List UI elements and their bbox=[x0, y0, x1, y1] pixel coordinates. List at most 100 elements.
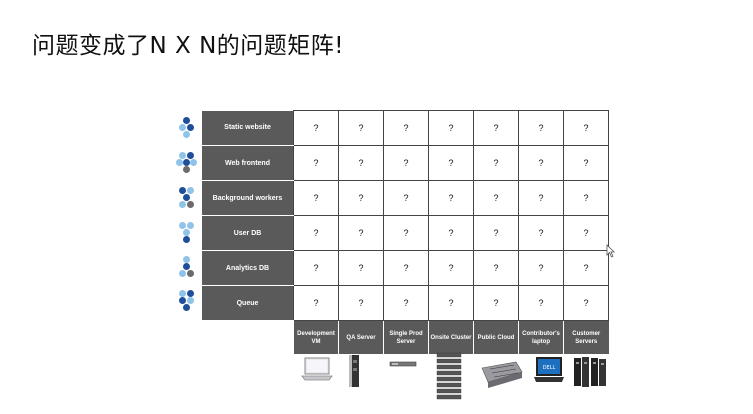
matrix-cell: ? bbox=[518, 110, 564, 146]
hexagon-dot bbox=[183, 263, 190, 270]
row-header: Background workers bbox=[202, 180, 294, 216]
hexagon-dot bbox=[187, 124, 194, 131]
hexagon-dot bbox=[179, 152, 186, 159]
column-header: QA Server bbox=[338, 320, 384, 354]
matrix-cell: ? bbox=[383, 250, 429, 286]
rack-server-icon bbox=[349, 355, 359, 387]
matrix-cell: ? bbox=[293, 250, 339, 286]
matrix-cell: ? bbox=[473, 215, 519, 251]
1u-server-icon bbox=[389, 361, 417, 367]
matrix-cell: ? bbox=[338, 110, 384, 146]
hexagon-dot bbox=[183, 229, 190, 236]
matrix-cell: ? bbox=[563, 145, 609, 181]
matrix-row: User DB??????? bbox=[202, 215, 609, 251]
matrix-cell: ? bbox=[428, 285, 474, 321]
matrix-cell: ? bbox=[473, 285, 519, 321]
hexagon-dot bbox=[179, 201, 186, 208]
laptop-icon bbox=[301, 357, 333, 381]
hexagon-dot bbox=[187, 290, 194, 297]
hexagon-cluster-icon bbox=[176, 152, 198, 174]
hexagon-dot bbox=[187, 187, 194, 194]
hexagon-dot bbox=[187, 222, 194, 229]
hexagon-dot bbox=[179, 297, 186, 304]
matrix-cell: ? bbox=[338, 215, 384, 251]
matrix-cell: ? bbox=[518, 180, 564, 216]
hexagon-cluster-icon bbox=[176, 290, 198, 312]
matrix-cell: ? bbox=[428, 215, 474, 251]
matrix-cell: ? bbox=[473, 145, 519, 181]
matrix-cell: ? bbox=[473, 180, 519, 216]
hexagon-dot bbox=[183, 131, 190, 138]
hexagon-dot bbox=[183, 159, 190, 166]
deployment-matrix: Static website???????Web frontend???????… bbox=[202, 110, 609, 354]
matrix-cell: ? bbox=[383, 285, 429, 321]
matrix-cell: ? bbox=[473, 110, 519, 146]
matrix-cell: ? bbox=[428, 180, 474, 216]
matrix-cell: ? bbox=[383, 145, 429, 181]
hexagon-dot bbox=[183, 304, 190, 311]
matrix-cell: ? bbox=[383, 215, 429, 251]
hexagon-dot bbox=[183, 256, 190, 263]
matrix-row: Analytics DB??????? bbox=[202, 250, 609, 286]
matrix-row: Queue??????? bbox=[202, 285, 609, 321]
matrix-cell: ? bbox=[428, 110, 474, 146]
matrix-cell: ? bbox=[428, 145, 474, 181]
hexagon-dot bbox=[190, 159, 197, 166]
matrix-cell: ? bbox=[383, 180, 429, 216]
hexagon-dot bbox=[187, 201, 194, 208]
matrix-cell: ? bbox=[518, 250, 564, 286]
row-header: Analytics DB bbox=[202, 250, 294, 286]
matrix-cell: ? bbox=[428, 250, 474, 286]
cloud-blade-server-icon bbox=[481, 361, 523, 388]
row-header: Queue bbox=[202, 285, 294, 321]
hexagon-dot bbox=[187, 297, 194, 304]
matrix-cell: ? bbox=[293, 110, 339, 146]
matrix-cell: ? bbox=[338, 180, 384, 216]
hexagon-dot bbox=[187, 270, 194, 277]
hexagon-dot bbox=[183, 194, 190, 201]
row-header: Web frontend bbox=[202, 145, 294, 181]
hexagon-dot bbox=[179, 270, 186, 277]
matrix-cell: ? bbox=[473, 250, 519, 286]
matrix-cell: ? bbox=[563, 250, 609, 286]
column-header: Single Prod Server bbox=[383, 320, 429, 354]
matrix-row: Web frontend??????? bbox=[202, 145, 609, 181]
matrix-cell: ? bbox=[518, 145, 564, 181]
server-rack-stack-icon bbox=[436, 352, 462, 400]
matrix-cell: ? bbox=[338, 250, 384, 286]
column-header: Contributor's laptop bbox=[518, 320, 564, 354]
matrix-cell: ? bbox=[293, 215, 339, 251]
matrix-row: Static website??????? bbox=[202, 110, 609, 146]
column-header: Onsite Cluster bbox=[428, 320, 474, 354]
hexagon-dot bbox=[183, 166, 190, 173]
column-header: Customer Servers bbox=[563, 320, 609, 354]
matrix-cell: ? bbox=[518, 215, 564, 251]
matrix-cell: ? bbox=[338, 285, 384, 321]
matrix-cell: ? bbox=[293, 180, 339, 216]
hexagon-dot bbox=[183, 236, 190, 243]
column-header: Development VM bbox=[293, 320, 339, 354]
matrix-cell: ? bbox=[383, 110, 429, 146]
matrix-cell: ? bbox=[338, 145, 384, 181]
matrix-cell: ? bbox=[293, 145, 339, 181]
matrix-cell: ? bbox=[293, 285, 339, 321]
hexagon-cluster-icon bbox=[176, 117, 198, 139]
column-header: Public Cloud bbox=[473, 320, 519, 354]
matrix-cell: ? bbox=[563, 180, 609, 216]
server-cluster-icon bbox=[574, 357, 606, 387]
hexagon-dot bbox=[187, 152, 194, 159]
matrix-cell: ? bbox=[563, 285, 609, 321]
mouse-cursor-icon bbox=[606, 244, 615, 258]
device-images: DELL bbox=[293, 352, 613, 402]
matrix-row: Background workers??????? bbox=[202, 180, 609, 216]
hexagon-dot bbox=[179, 290, 186, 297]
dell-laptop-icon: DELL bbox=[534, 357, 564, 382]
matrix-cell: ? bbox=[563, 110, 609, 146]
hexagon-dot bbox=[179, 222, 186, 229]
row-header: User DB bbox=[202, 215, 294, 251]
hexagon-cluster-icon bbox=[176, 187, 198, 209]
row-header: Static website bbox=[202, 110, 294, 146]
hexagon-cluster-icon bbox=[176, 222, 198, 244]
matrix-cell: ? bbox=[563, 215, 609, 251]
